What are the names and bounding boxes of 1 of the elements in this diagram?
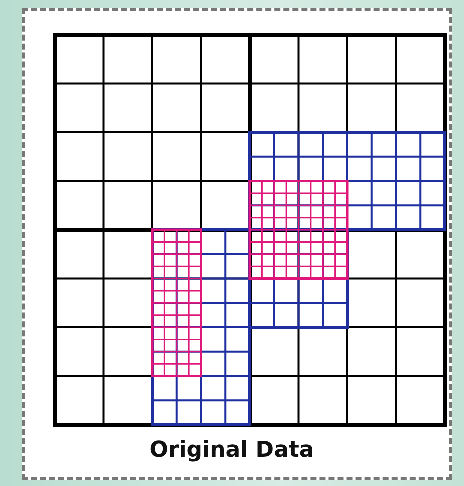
panel-label: Original Data bbox=[148, 438, 316, 463]
